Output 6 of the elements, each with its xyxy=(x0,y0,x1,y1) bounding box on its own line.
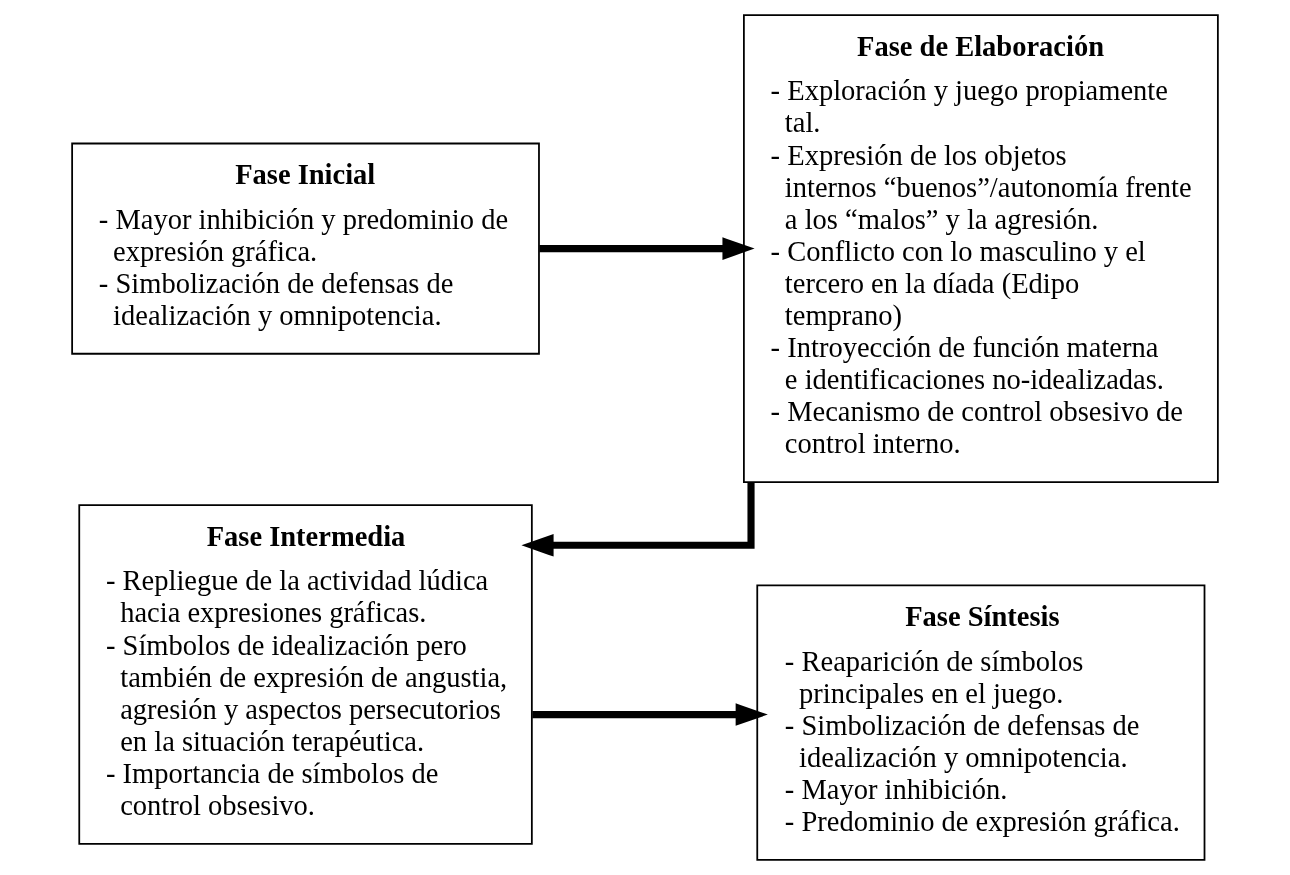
node-box: Fase de Elaboración - Exploración y juego propiamente tal. - Expresión de los objetos internos “buenos”/autonomía frente a los “malos” y la agresión. - Conflicto con lo masculino y el tercero en la díada (Edipo temprano) - Introyección de función materna e identificaciones no-idealizadas. - Mecanismo de control obsesivo de control interno. xyxy=(743,14,1219,483)
node-box: Fase Síntesis - Reaparición de símbolos principales en el juego. - Simbolización de defensas de idealización y omnipotencia. - Mayor inhibición. - Predominio de expresión gráfica. xyxy=(756,584,1206,861)
node-box: Fase Inicial - Mayor inhibición y predominio de expresión gráfica. - Simbolización de defensas de idealización y omnipotencia. xyxy=(71,142,540,355)
arrow xyxy=(521,482,755,557)
node-box: Fase Intermedia - Repliegue de la actividad lúdica hacia expresiones gráficas. - Símbolos de idealización pero también de expresión de angustia, agresión y aspectos persecutorios en la situación terapéutica. - Importancia de símbolos de control obsesivo. xyxy=(78,504,533,845)
arrow xyxy=(539,237,755,260)
